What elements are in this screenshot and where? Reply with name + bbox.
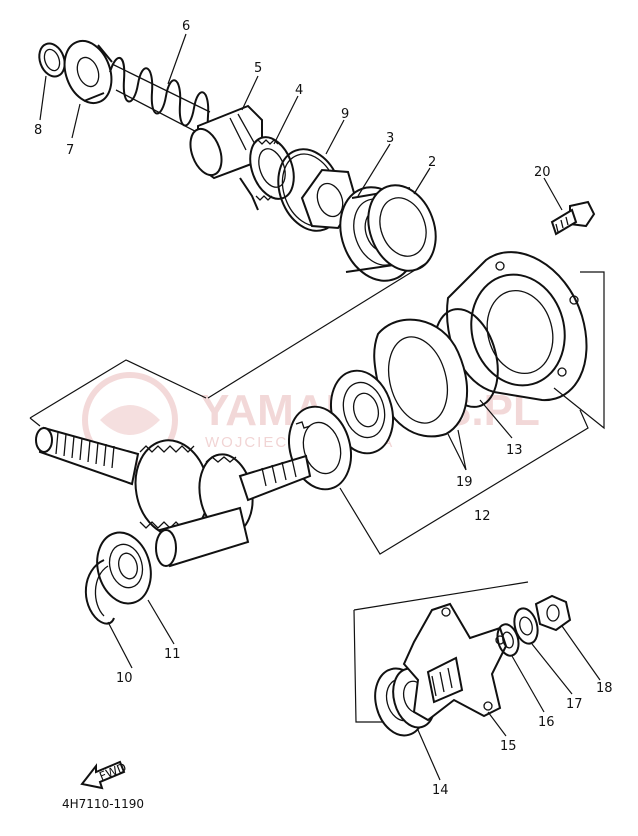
callout-9: 9: [341, 107, 349, 122]
part-8-circlip: [38, 42, 66, 78]
callout-7: 7: [66, 143, 74, 158]
part-11-bearing: [96, 531, 152, 605]
callout-numbers: 6 5 4 9 3 2 8 7 20 13 19 12 11 10 14 15 …: [34, 19, 613, 798]
part-18-nut: [534, 594, 572, 632]
drawing-code: 4H7110-1190: [62, 797, 144, 811]
part-7-collar: [63, 40, 113, 104]
callout-2: 2: [428, 155, 436, 170]
part-15-flange: [402, 602, 508, 722]
part-10-circlip: [85, 559, 115, 625]
leader-lines: [39, 33, 601, 781]
housing-assembly: [288, 251, 605, 555]
callout-16: 16: [538, 715, 555, 730]
callout-12: 12: [474, 509, 491, 524]
callout-19: 19: [456, 475, 473, 490]
callout-11: 11: [164, 647, 181, 662]
upper-assembly: [38, 40, 437, 399]
flange-assembly: [353, 581, 572, 737]
callout-10: 10: [116, 671, 133, 686]
part-17-washer: [513, 607, 539, 645]
fwd-arrow: FWD: [80, 760, 128, 790]
callout-20: 20: [534, 165, 551, 180]
part-16-washer: [496, 623, 520, 657]
part-2-bearing: [339, 184, 437, 282]
callout-14: 14: [432, 783, 449, 798]
callout-3: 3: [386, 131, 394, 146]
callout-8: 8: [34, 123, 42, 138]
part-1-shaft-and-gears: [29, 359, 312, 568]
callout-15: 15: [500, 739, 517, 754]
callout-17: 17: [566, 697, 583, 712]
callout-13: 13: [506, 443, 523, 458]
callout-5: 5: [254, 61, 262, 76]
callout-18: 18: [596, 681, 613, 696]
fwd-label: FWD: [97, 760, 128, 783]
callout-6: 6: [182, 19, 190, 34]
part-20-bolt: [550, 200, 596, 236]
part-19-shims: [373, 318, 469, 438]
callout-4: 4: [295, 83, 303, 98]
